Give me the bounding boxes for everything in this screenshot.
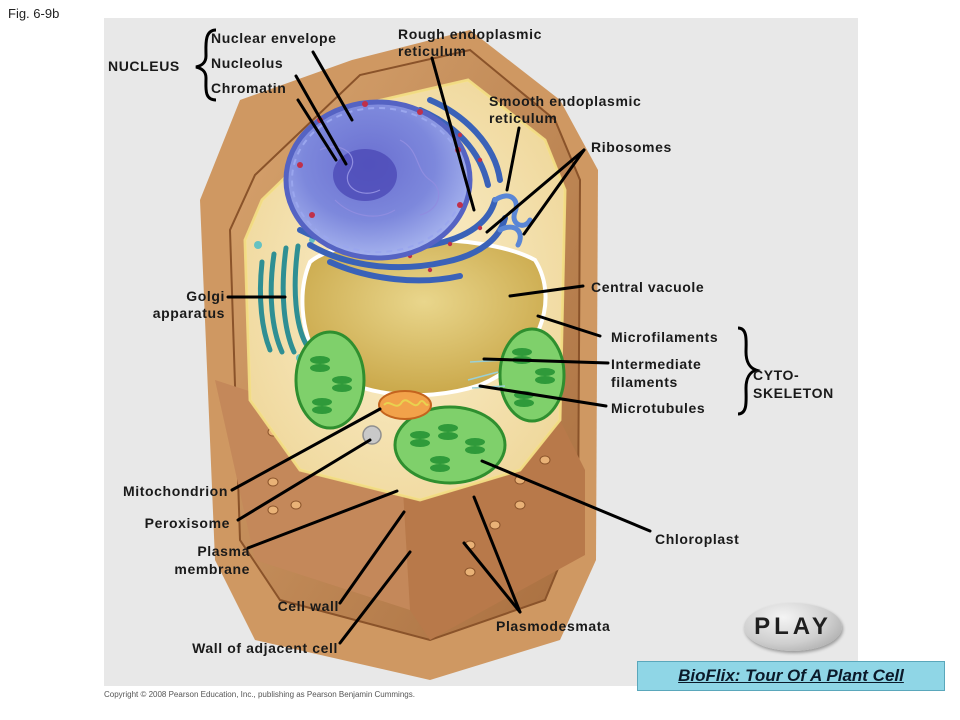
label-microtubules: Microtubules <box>611 400 706 416</box>
label-nucleolus: Nucleolus <box>211 55 284 71</box>
label-microfilaments: Microfilaments <box>611 329 719 345</box>
nucleolus <box>333 149 397 201</box>
smooth-er <box>492 193 533 248</box>
leader-lines <box>226 50 652 645</box>
label-central-vacuole: Central vacuole <box>591 279 705 295</box>
label-mitochondrion: Mitochondrion <box>122 483 228 499</box>
label-nucleus-group: NUCLEUS <box>108 58 180 74</box>
bioflix-link[interactable]: BioFlix: Tour Of A Plant Cell <box>637 661 945 691</box>
peroxisome <box>362 425 382 445</box>
label-smooth-er-line1: Smooth endoplasmic <box>489 93 642 109</box>
copyright-notice: Copyright © 2008 Pearson Education, Inc.… <box>104 690 415 699</box>
label-rough-er-line1: Rough endoplasmic <box>398 26 542 42</box>
label-chloroplast: Chloroplast <box>655 531 740 547</box>
label-plasma-line1: Plasma <box>197 543 250 559</box>
label-cyto-line2: SKELETON <box>753 385 834 401</box>
label-nuclear-envelope: Nuclear envelope <box>211 30 337 46</box>
label-intermediate-line1: Intermediate <box>611 356 702 372</box>
label-chromatin: Chromatin <box>211 80 287 96</box>
chloroplast-left <box>294 330 366 430</box>
label-plasmodesmata: Plasmodesmata <box>496 618 611 634</box>
golgi-apparatus <box>257 243 309 355</box>
label-plasma-line2: membrane <box>174 561 250 577</box>
label-ribosomes: Ribosomes <box>591 139 672 155</box>
nucleus-bracket <box>195 28 217 102</box>
label-rough-er-line2: reticulum <box>398 43 467 59</box>
label-cyto-line1: CYTO- <box>753 367 800 383</box>
chloroplast-right <box>498 327 566 423</box>
mitochondrion <box>378 390 432 420</box>
label-peroxisome: Peroxisome <box>144 515 230 531</box>
cytoskeleton-bracket <box>737 326 761 416</box>
label-cell-wall: Cell wall <box>277 598 339 614</box>
chloroplast-bottom <box>393 405 507 485</box>
label-wall-of-adjacent-cell: Wall of adjacent cell <box>192 640 338 656</box>
figure-label: Fig. 6-9b <box>8 6 60 21</box>
label-golgi-line2: apparatus <box>152 305 225 321</box>
label-golgi-line1: Golgi <box>186 288 225 304</box>
label-smooth-er-line2: reticulum <box>489 110 558 126</box>
label-intermediate-line2: filaments <box>611 374 678 390</box>
nuclear-envelope <box>291 107 465 253</box>
play-button[interactable]: PLAY <box>744 603 842 651</box>
